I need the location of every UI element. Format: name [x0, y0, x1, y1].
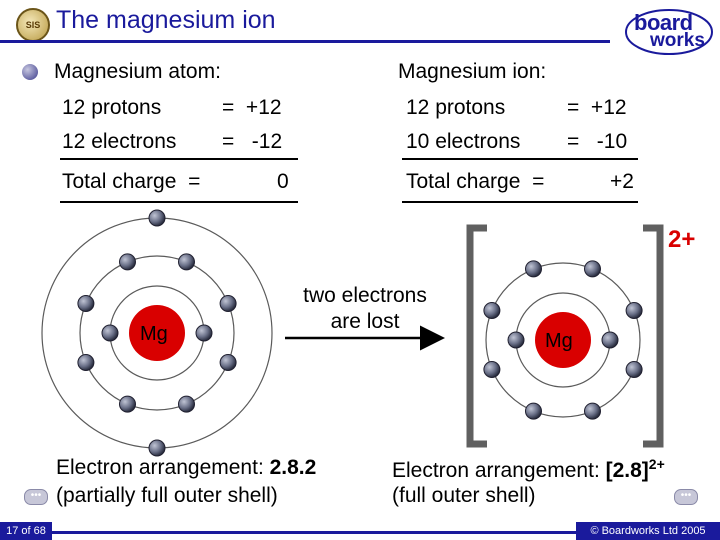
ion-shell2-electron-2: [584, 402, 601, 420]
atom-shell2-electron-1: [219, 354, 237, 371]
ion-shell2-electron-7: [584, 260, 601, 278]
copyright: © Boardworks Ltd 2005: [576, 522, 720, 540]
atom-heading: Magnesium atom:: [54, 60, 221, 83]
atom-sum-line: [60, 158, 298, 160]
atom-shell2-electron-5: [77, 295, 95, 312]
atom-total-line: [60, 201, 298, 203]
atom-total-value: 0: [277, 170, 289, 193]
ion-bracket-left: [466, 224, 487, 448]
ion-arrangement: Electron arrangement: [2.8]2+: [392, 456, 665, 482]
ion-nucleus-label: Mg: [545, 330, 573, 352]
ion-shell2-electron-3: [525, 402, 542, 420]
ion-electrons-value: = -10: [567, 130, 628, 153]
ion-sum-line: [402, 158, 638, 160]
previous-nav-button[interactable]: •••: [24, 489, 48, 505]
ion-protons-label: 12 protons: [406, 96, 506, 119]
ion-bracket-right: [643, 224, 664, 448]
next-nav-button[interactable]: •••: [674, 489, 698, 505]
ion-protons-value: = +12: [567, 96, 627, 119]
boardworks-logo-icon: board works: [624, 8, 714, 56]
ion-shell2-electron-5: [483, 302, 501, 319]
ion-shell2-electron-4: [483, 361, 501, 378]
ion-shell2-electron-1: [625, 361, 643, 378]
ion-heading: Magnesium ion:: [398, 60, 547, 83]
page-title: The magnesium ion: [56, 6, 276, 34]
atom-shell-2: [79, 255, 235, 411]
ion-total-value: +2: [610, 170, 634, 193]
ion-shell1-electron-1: [601, 331, 619, 349]
footer-divider: [52, 531, 576, 534]
atom-electrons-label: 12 electrons: [62, 130, 177, 153]
atom-shell3-electron-2: [148, 439, 166, 457]
atom-shell2-electron-8: [219, 295, 237, 312]
ion-shell1-electron-2: [507, 331, 525, 349]
page-counter: 17 of 68: [0, 522, 52, 540]
atom-shell2-electron-3: [119, 395, 136, 413]
atom-electrons-value: = -12: [222, 130, 283, 153]
atom-shell2-electron-7: [178, 253, 195, 271]
ion-shell2-electron-8: [625, 302, 643, 319]
atom-shell1-electron-2: [101, 324, 119, 342]
ion-total-line: [402, 201, 638, 203]
ion-electrons-label: 10 electrons: [406, 130, 521, 153]
school-badge-icon: SIS: [16, 8, 50, 42]
atom-shell2-electron-4: [77, 354, 95, 371]
ion-arrangement-note: (full outer shell): [392, 484, 536, 507]
ion-charge-label: 2+: [668, 226, 696, 253]
title-divider: [0, 40, 610, 43]
atom-shell2-electron-6: [119, 253, 136, 271]
ion-shell2-electron-6: [525, 260, 542, 278]
atom-protons-value: = +12: [222, 96, 282, 119]
atom-total-label: Total charge =: [62, 170, 201, 193]
atom-arrangement: Electron arrangement: 2.8.2: [56, 456, 317, 479]
bullet-icon: [22, 64, 38, 80]
atom-nucleus: [129, 305, 185, 361]
atom-protons-label: 12 protons: [62, 96, 162, 119]
atom-shell2-electron-2: [178, 395, 195, 413]
atom-shell3-electron-1: [148, 209, 166, 227]
atom-shell1-electron-1: [195, 324, 213, 342]
atom-arrangement-note: (partially full outer shell): [56, 484, 278, 507]
ion-nucleus: [535, 312, 591, 368]
arrow-caption: two electrons are lost: [303, 284, 427, 333]
ion-total-label: Total charge =: [406, 170, 545, 193]
ion-shell-2: [485, 262, 641, 418]
atom-nucleus-label: Mg: [140, 323, 168, 345]
